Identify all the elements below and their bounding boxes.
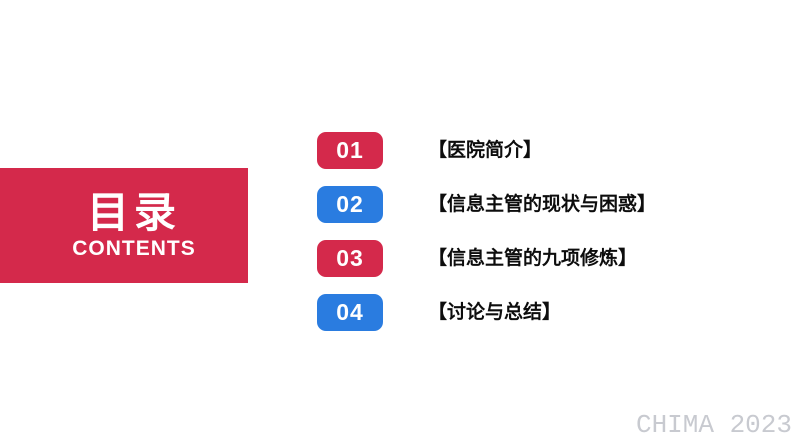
watermark-text: CHIMA 2023 (635, 410, 792, 440)
toc-item-label: 【医院简介】 (428, 140, 543, 161)
toc-title-chinese: 目录 (86, 188, 181, 236)
toc-item-number-badge: 04 (317, 294, 383, 331)
toc-title-english: CONTENTS (72, 237, 196, 261)
toc-item-number-badge: 01 (317, 132, 383, 169)
toc-item-number-badge: 02 (317, 186, 383, 223)
toc-item-number-badge: 03 (317, 240, 383, 277)
toc-item-label: 【信息主管的现状与困惑】 (428, 194, 657, 215)
toc-item-row: 04 【讨论与总结】 (317, 294, 561, 331)
toc-item-row: 02 【信息主管的现状与困惑】 (317, 186, 656, 223)
toc-panel: 目录 CONTENTS (0, 168, 248, 283)
toc-item-row: 01 【医院简介】 (317, 132, 542, 169)
toc-item-label: 【讨论与总结】 (428, 302, 562, 323)
toc-item-label: 【信息主管的九项修炼】 (428, 248, 638, 269)
toc-item-row: 03 【信息主管的九项修炼】 (317, 240, 637, 277)
